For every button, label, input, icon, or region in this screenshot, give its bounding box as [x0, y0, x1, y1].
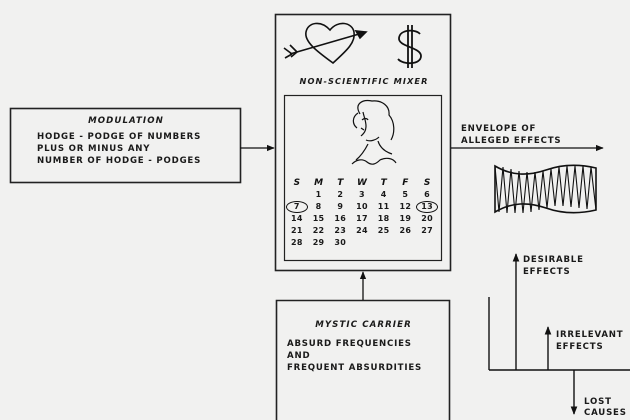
heart-with-arrow-icon: [283, 22, 368, 65]
carrier-line-1: ABSURD FREQUENCIES: [287, 339, 412, 349]
calendar-day: 15: [312, 214, 325, 223]
calendar-day-circled: 13: [416, 201, 438, 213]
mixer-box: [274, 13, 452, 272]
calendar-day: 4: [380, 190, 387, 199]
day-header: S: [293, 177, 301, 188]
envelope-label-line-1: ENVELOPE OF: [461, 124, 537, 134]
day-header: W: [356, 177, 367, 188]
calendar-day: 10: [356, 202, 368, 211]
calendar-day: 25: [377, 226, 390, 235]
calendar-week: 21 22 23 24 25 26 27: [286, 225, 438, 237]
calendar-day: 19: [399, 214, 412, 223]
day-header: T: [380, 177, 387, 188]
modulation-box: [9, 107, 242, 184]
desirable-effects-line-1: DESIRABLE: [523, 255, 584, 265]
day-header: F: [402, 177, 409, 188]
calendar-header-row: S M T W T F S: [286, 176, 438, 189]
calendar-day: 14: [290, 214, 303, 223]
calendar: S M T W T F S 1 2 3 4 5 6 7 8 9 10: [286, 176, 442, 249]
calendar-day: 23: [334, 226, 347, 235]
calendar-week: 14 15 16 17 18 19 20: [286, 213, 438, 225]
calendar-day: 30: [334, 238, 347, 247]
mixer-title: NON-SCIENTIFIC MIXER: [299, 76, 429, 86]
effects-bracket: [488, 297, 630, 371]
calendar-week: 7 8 9 10 11 12 13: [286, 201, 438, 213]
envelope-waveform-icon: [494, 164, 597, 214]
mixer-inner-frame: [283, 94, 443, 262]
day-header: M: [314, 177, 324, 188]
desirable-effects-line-2: EFFECTS: [523, 267, 571, 277]
dollar-sign-icon: [397, 25, 422, 68]
lost-causes-line-1: LOST: [584, 397, 612, 407]
calendar-day: [286, 189, 308, 201]
calendar-day: 9: [337, 202, 344, 211]
calendar-day: 1: [315, 190, 322, 199]
calendar-day: 29: [312, 238, 325, 247]
calendar-day: [351, 237, 373, 249]
calendar-day: 21: [290, 226, 303, 235]
calendar-day: 11: [377, 202, 390, 211]
irrelevant-effects-line-1: IRRELEVANT: [556, 330, 624, 340]
calendar-day: 24: [356, 226, 368, 235]
calendar-day: 6: [424, 190, 431, 199]
modulation-line-1: HODGE - PODGE OF NUMBERS: [37, 132, 202, 142]
calendar-day: 17: [356, 214, 368, 223]
carrier-title: MYSTIC CARRIER: [315, 320, 412, 330]
lost-causes-line-2: CAUSES: [584, 408, 627, 418]
calendar-day: 28: [290, 238, 303, 247]
pinup-woman-portrait-icon: [351, 99, 397, 165]
calendar-day: 16: [334, 214, 347, 223]
calendar-day: 27: [421, 226, 433, 235]
day-header: T: [337, 177, 344, 188]
carrier-line-2: AND: [287, 351, 311, 361]
calendar-day-circled: 7: [286, 201, 308, 213]
calendar-day: 12: [399, 202, 412, 211]
calendar-week: 28 29 30: [286, 237, 438, 249]
calendar-day: 8: [315, 202, 322, 211]
calendar-day: 5: [402, 190, 409, 199]
calendar-day: 18: [377, 214, 390, 223]
carrier-line-3: FREQUENT ABSURDITIES: [287, 363, 422, 373]
modulation-line-3: NUMBER OF HODGE - PODGES: [37, 156, 202, 166]
calendar-day: 3: [359, 190, 365, 199]
calendar-day: 20: [421, 214, 433, 223]
modulation-line-2: PLUS OR MINUS ANY: [37, 144, 151, 154]
day-header: S: [423, 177, 431, 188]
carrier-box: [275, 299, 451, 420]
irrelevant-effects-line-2: EFFECTS: [556, 342, 604, 352]
calendar-day: 22: [312, 226, 325, 235]
calendar-day: 26: [399, 226, 412, 235]
calendar-day: [395, 237, 417, 249]
envelope-label-line-2: ALLEGED EFFECTS: [461, 136, 562, 146]
calendar-day: 2: [337, 190, 344, 199]
calendar-day: [373, 237, 395, 249]
calendar-week: 1 2 3 4 5 6: [286, 189, 438, 201]
modulation-title: MODULATION: [88, 116, 164, 126]
calendar-day: [416, 237, 438, 249]
